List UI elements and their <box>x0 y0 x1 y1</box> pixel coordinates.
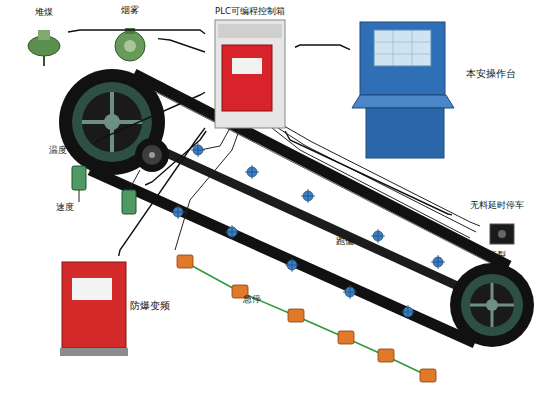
pull-cord <box>185 262 428 376</box>
device-node: 堆煤 <box>20 5 68 67</box>
device-label: 防爆变频 <box>130 300 176 312</box>
emergency-stop-switches <box>177 255 436 382</box>
signal-cable <box>94 92 205 144</box>
device-node: 防爆变频 <box>58 256 158 356</box>
signal-cable <box>119 128 205 256</box>
part-label: 急停 <box>243 294 261 304</box>
device-label: 无料延时停车 <box>452 200 542 210</box>
coal-pile-sensor <box>28 30 60 66</box>
device-label: 烟雾 <box>102 5 158 15</box>
device-label: 速度 <box>56 202 86 212</box>
device-label: 温度 <box>44 145 72 155</box>
device-node: 无料延时停车 <box>452 200 542 250</box>
device-node: 速度 <box>52 185 147 225</box>
signal-cable <box>158 39 205 52</box>
device-label: 堆煤 <box>20 7 68 17</box>
snub-pulley <box>135 138 169 172</box>
no-material-detector <box>490 224 514 244</box>
part-label: 撕裂 <box>488 250 506 260</box>
drive-pulley <box>59 69 165 175</box>
speed-sensor <box>122 170 140 214</box>
inverter-cabinet <box>60 262 128 356</box>
tail-pulley <box>450 263 534 347</box>
signal-cable <box>285 131 452 215</box>
device-node: 温度 <box>44 143 94 203</box>
plc-cabinet <box>215 20 285 128</box>
part-label: 跑偏 <box>336 236 354 246</box>
signal-cable <box>295 45 350 50</box>
temperature-sensor <box>72 166 86 202</box>
device-node: 本安操作台 <box>350 20 525 160</box>
device-label: PLC可编程控制箱 <box>205 7 295 17</box>
device-node: 烟雾 <box>102 3 158 68</box>
signal-cable <box>68 30 205 34</box>
deviation-sensors <box>171 143 445 319</box>
operator-console <box>352 22 454 158</box>
device-label: 本安操作台 <box>466 68 526 80</box>
smoke-sensor <box>115 28 145 61</box>
device-node: PLC可编程控制箱 <box>205 4 295 131</box>
